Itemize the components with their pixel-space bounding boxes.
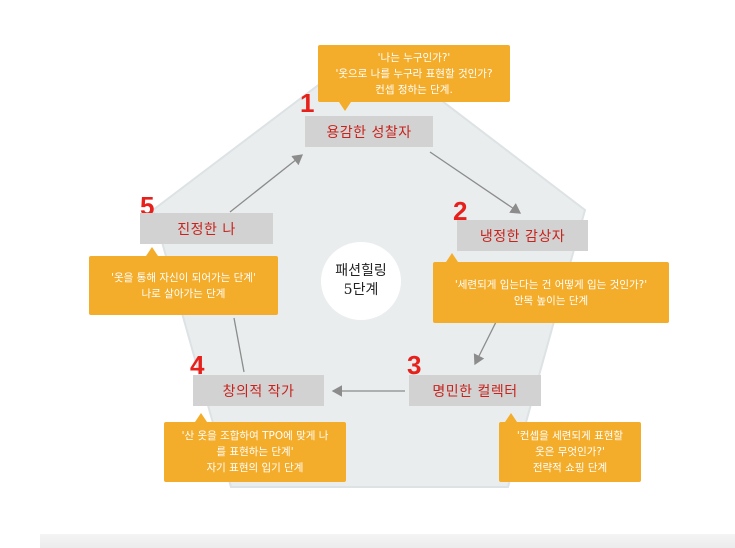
arrow-5-to-1 [229, 154, 304, 213]
stage-2-desc-line-1: '세련되게 입는다는 건 어떻게 입는 것인가?' [454, 278, 648, 291]
stage-3-number: 3 [407, 350, 422, 380]
stage-2-number: 2 [453, 196, 468, 226]
stage-1-description: '나는 누구인가?' '옷으로 나를 누구라 표현할 것인가? 컨셉 정하는 단… [318, 45, 510, 102]
stage-5-number: 5 [140, 191, 155, 221]
stage-4-box: 창의적 작가 [193, 375, 324, 406]
stage-1-desc-line-2: '옷으로 나를 누구라 표현할 것인가? [335, 67, 493, 80]
stage-1-number: 1 [300, 88, 315, 118]
stage-2-desc-line-2: 안목 높이는 단계 [513, 294, 589, 307]
arrow-1-to-2 [429, 151, 522, 214]
stage-3-callout-pointer [505, 413, 517, 422]
stage-1-desc-line-3: 컨셉 정하는 단계. [375, 83, 453, 96]
stage-4-desc-line-2: 를 표현하는 단계' [216, 446, 294, 458]
stage-1-box: 용감한 성찰자 [305, 116, 433, 147]
stage-4-description: '산 옷을 조합하여 TPO에 맞게 나 를 표현하는 단계' 자기 표현의 입… [164, 422, 346, 482]
stage-1-desc-line-1: '나는 누구인가?' [377, 51, 451, 64]
stage-5-desc-line-2: 나로 살아가는 단계 [141, 287, 226, 300]
stage-5-desc-line-1: '옷을 통해 자신이 되어가는 단계' [111, 271, 256, 284]
stage-3-desc-line-1: '컨셉을 세련되게 표현할 [516, 430, 624, 442]
stage-3-desc-line-3: 전략적 쇼핑 단계 [532, 462, 608, 474]
center-label-line-1: 패션힐링 [335, 263, 387, 279]
stage-4-number: 4 [190, 350, 205, 380]
stage-2-box: 냉정한 감상자 [457, 220, 588, 251]
stage-5-callout-pointer [146, 247, 158, 256]
stage-5-box: 진정한 나 [140, 213, 273, 244]
stage-1-callout-pointer [339, 102, 351, 111]
stage-3-description: '컨셉을 세련되게 표현할 옷은 무엇인가?' 전략적 쇼핑 단계 [499, 422, 641, 482]
center-label-line-2: 5단계 [343, 282, 379, 298]
center-label: 패션힐링 5단계 [321, 242, 401, 320]
stage-3-box: 명민한 컬렉터 [409, 375, 541, 406]
arrow-2-to-3 [473, 321, 497, 366]
stage-4-desc-line-3: 자기 표현의 입기 단계 [206, 462, 304, 474]
stage-4-callout-pointer [195, 413, 207, 422]
bottom-strip [40, 534, 735, 548]
stage-3-desc-line-2: 옷은 무엇인가?' [535, 446, 605, 458]
stage-4-desc-line-1: '산 옷을 조합하여 TPO에 맞게 나 [181, 430, 329, 442]
stage-2-description: '세련되게 입는다는 건 어떻게 입는 것인가?' 안목 높이는 단계 [433, 262, 669, 323]
arrow-4-to-5 [233, 317, 245, 373]
stage-2-callout-pointer [446, 253, 458, 262]
stage-5-description: '옷을 통해 자신이 되어가는 단계' 나로 살아가는 단계 [89, 256, 278, 315]
